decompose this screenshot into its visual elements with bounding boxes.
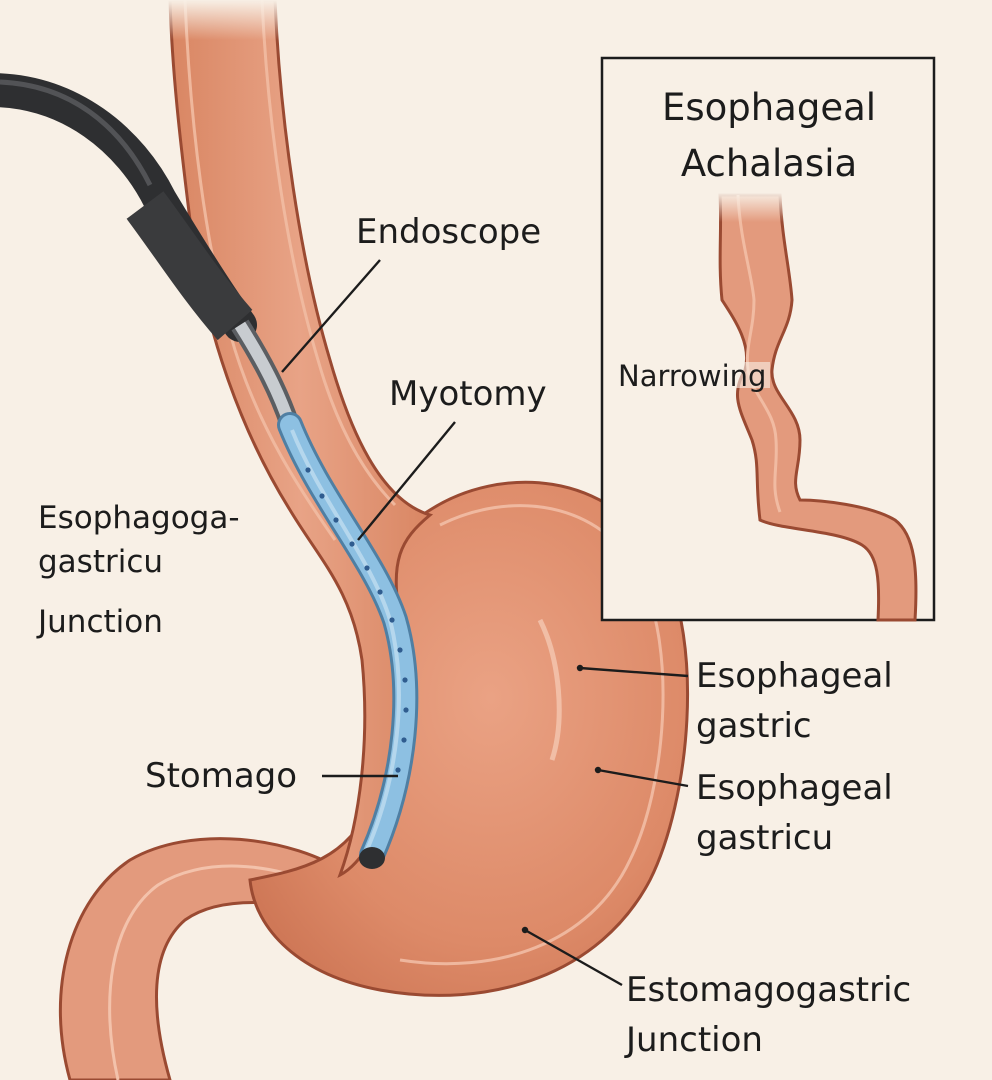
myotomy-dots (305, 467, 409, 773)
label-esophageal-2: Esophageal (696, 768, 893, 808)
inset-title-line2: Achalasia (680, 142, 858, 185)
label-egj-line3: Junction (38, 604, 163, 640)
esophageal-gastricu-leader (597, 768, 689, 788)
label-myotomy: Myotomy (389, 374, 547, 414)
esophageal-gastric-leader (579, 666, 689, 678)
achalasia-inset (600, 56, 936, 622)
label-esophageal-1: Esophageal (696, 656, 893, 696)
inset-title: Esophageal Achalasia (604, 80, 934, 192)
label-narrowing: Narrowing (618, 359, 767, 393)
label-junction: Junction (626, 1020, 763, 1060)
endoscope-leader (281, 259, 381, 373)
label-endoscope: Endoscope (356, 212, 542, 252)
label-egj-line2: gastricu (38, 544, 164, 580)
inset-title-line1: Esophageal (661, 86, 877, 129)
leader-lines (281, 259, 689, 987)
label-egj-line1: Esophagoga- (38, 500, 240, 536)
label-estomagogastric: Estomagogastric (626, 970, 912, 1010)
inset-esophagus (620, 192, 918, 622)
label-gastricu: gastricu (696, 818, 834, 858)
label-stomago: Stomago (145, 756, 298, 796)
estomagogastric-leader (524, 928, 623, 987)
myotomy-leader (357, 421, 456, 541)
endoscope-instrument (0, 73, 419, 869)
label-gastric: gastric (696, 706, 812, 746)
